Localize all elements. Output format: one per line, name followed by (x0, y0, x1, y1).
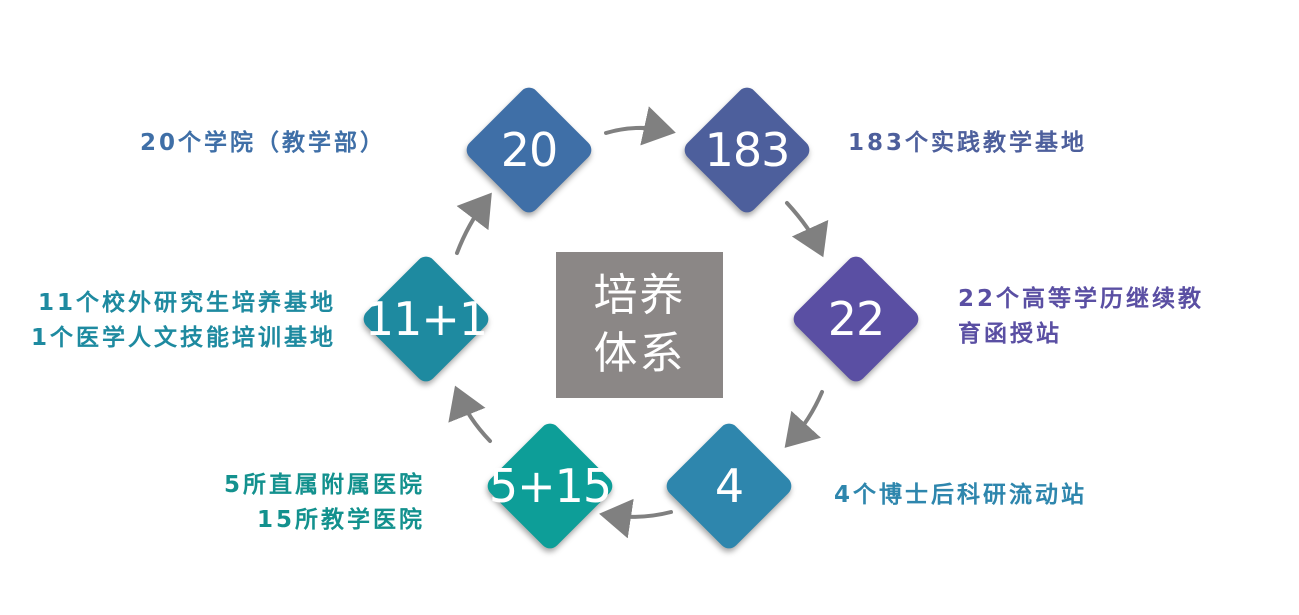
label-graduate-bases: 11个校外研究生培养基地 1个医学人文技能培训基地 (18, 286, 336, 356)
label-correspondence-stations: 22个高等学历继续教 育函授站 (958, 282, 1204, 352)
node-value: 22 (827, 292, 886, 346)
node-value: 4 (714, 459, 744, 513)
node-value: 20 (500, 123, 559, 177)
label-practice-bases: 183个实践教学基地 (848, 126, 1087, 161)
node-colleges: 20 (461, 82, 597, 218)
arrow-22-to-4 (784, 390, 824, 448)
node-correspondence-stations: 22 (788, 251, 924, 387)
label-line: 1个医学人文技能培训基地 (30, 325, 336, 351)
arrow-20-to-183 (604, 106, 676, 146)
center-title: 培养体系 (593, 270, 686, 379)
arrow-5plus15-to-11plus1 (448, 385, 492, 443)
label-line: 22个高等学历继续教 (958, 286, 1205, 312)
arrow-4-to-5plus15 (599, 498, 673, 539)
label-hospitals: 5所直属附属医院 15所教学医院 (180, 468, 425, 538)
arrow-183-to-22 (785, 201, 829, 258)
label-line: 5所直属附属医院 (223, 472, 425, 498)
arrow-11plus1-to-20 (455, 192, 492, 255)
node-value: 5+15 (488, 459, 612, 513)
label-line: 11个校外研究生培养基地 (37, 290, 336, 316)
node-hospitals: 5+15 (482, 418, 618, 554)
label-line: 育函授站 (958, 321, 1062, 347)
node-graduate-bases: 11+1 (358, 251, 494, 387)
node-value: 183 (704, 123, 791, 177)
label-line: 15所教学医院 (256, 507, 425, 533)
label-line: 183个实践教学基地 (848, 130, 1088, 156)
node-postdoc-stations: 4 (661, 418, 797, 554)
node-practice-bases: 183 (679, 82, 815, 218)
node-value: 11+1 (364, 292, 488, 346)
label-line: 4个博士后科研流动站 (834, 482, 1088, 508)
label-line: 20个学院（教学部） (140, 130, 387, 156)
center-title-box: 培养体系 (556, 252, 723, 398)
label-postdoc-stations: 4个博士后科研流动站 (834, 478, 1087, 513)
label-colleges: 20个学院（教学部） (140, 126, 386, 161)
